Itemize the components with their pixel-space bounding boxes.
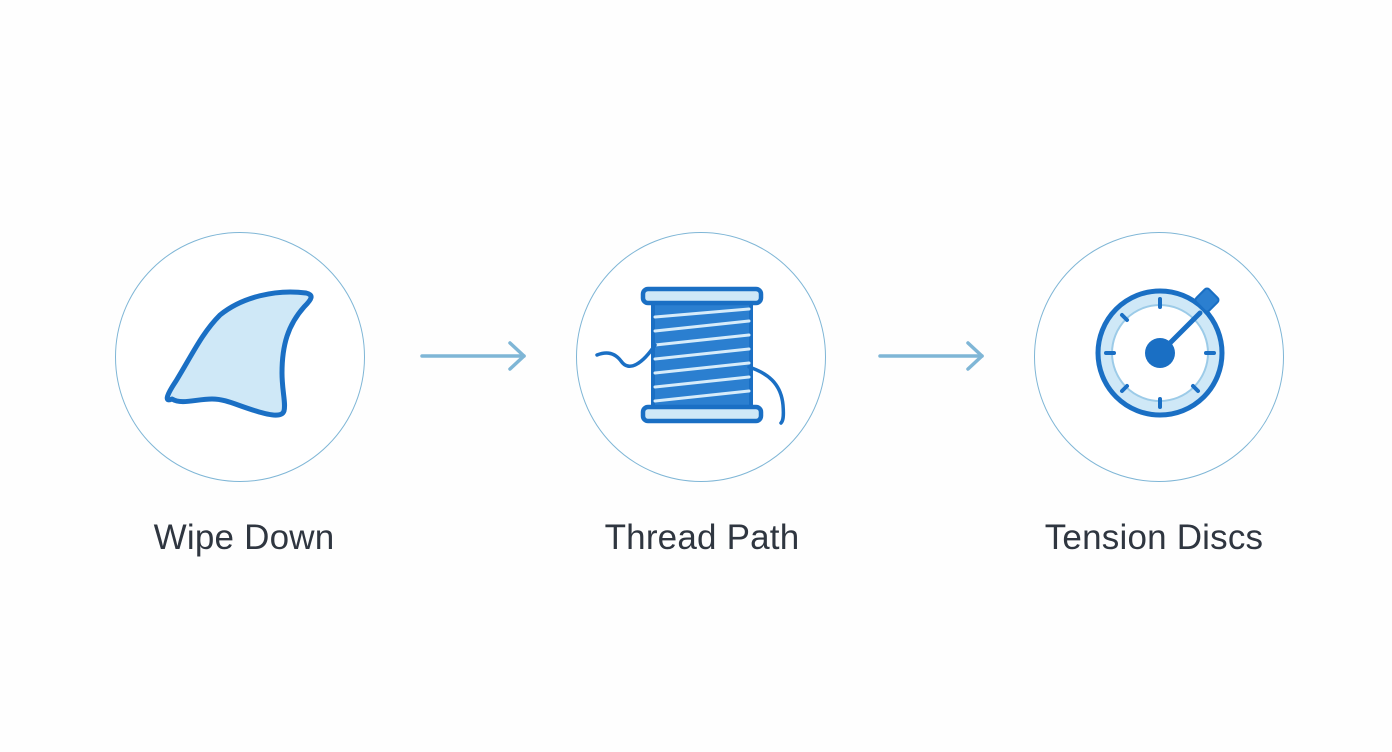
step-thread-path <box>576 232 826 482</box>
thread-spool-icon <box>595 286 786 425</box>
step-wipe-down <box>115 232 365 482</box>
cloth-icon <box>164 289 314 418</box>
arrow-right-icon <box>878 341 984 371</box>
step-circle <box>115 232 365 482</box>
arrow-right-icon <box>420 341 526 371</box>
step-circle <box>1034 232 1284 482</box>
step-label-wipe-down: Wipe Down <box>153 518 335 557</box>
step-label-tension-discs: Tension Discs <box>1044 518 1264 557</box>
step-tension-discs <box>1034 232 1284 482</box>
step-label-thread-path: Thread Path <box>604 518 800 557</box>
step-circle <box>576 232 826 482</box>
tension-dial-icon <box>1095 287 1225 418</box>
